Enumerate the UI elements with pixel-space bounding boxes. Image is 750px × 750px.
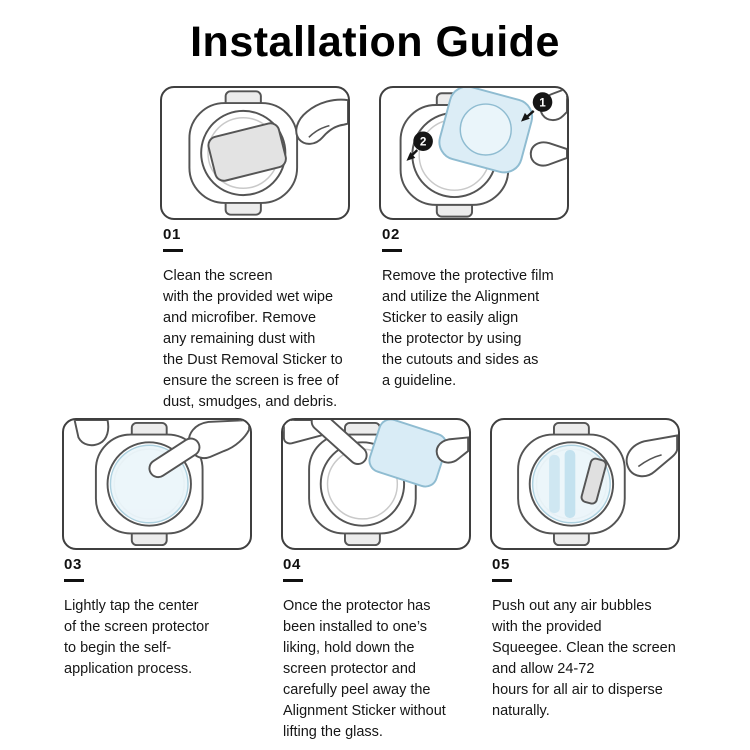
step-05-description: Push out any air bubbles with the provid… [492,598,676,720]
film-cutout [459,103,512,156]
step-02-underline [382,249,402,252]
step-05-number: 05 [492,556,510,573]
badge-2-number: 2 [420,136,427,149]
step-02-description: Remove the protective film and utilize t… [382,268,554,390]
step-04-illustration [283,420,469,547]
arrow-2-head [406,152,416,161]
hand-icon [435,436,469,464]
step-03-description: Lightly tap the center of the screen pro… [64,598,210,678]
alignment-sticker-icon [368,420,448,488]
arrow-1-head [520,112,530,122]
step-04-block: 04 Once the protector has been installed… [283,556,491,743]
step-01-illustration [188,90,348,216]
step-05-block: 05 Push out any air bubbles with the pro… [492,556,700,722]
badge-2-icon [413,131,433,152]
badge-1-number: 1 [539,97,546,110]
squeegee-icon [580,457,607,505]
tapping-finger-icon [148,437,201,479]
step-04-figure [281,418,471,550]
step-02-number: 02 [382,226,400,243]
holding-finger-icon [310,420,368,465]
hand-icon [295,98,348,145]
step-02-figure: 1 2 [379,86,569,220]
bubble-stripe [564,450,576,518]
hand-icon [529,141,567,167]
step-01-figure [160,86,350,220]
step-01-block: 01 Clean the screen with the provided we… [163,226,371,413]
step-03-number: 03 [64,556,82,573]
step-03-underline [64,579,84,582]
step-04-description: Once the protector has been installed to… [283,598,446,741]
step-03-illustration [73,420,250,547]
wipe-cloth-icon [207,122,287,182]
step-05-illustration [517,421,678,547]
step-02-block: 02 Remove the protective film and utiliz… [382,226,590,392]
step-04-number: 04 [283,556,301,573]
finger-line [637,454,662,468]
step-01-description: Clean the screen with the provided wet w… [163,268,343,411]
badge-1-icon [532,92,553,112]
step-05-figure [490,418,680,550]
step-01-underline [163,249,183,252]
step-02-illustration: 1 2 [399,88,567,218]
hand-icon [73,420,110,447]
hand-icon [625,434,678,478]
page-title: Installation Guide [190,18,560,66]
step-03-figure [62,418,252,550]
bubble-stripe [549,454,560,514]
step-05-underline [492,579,512,582]
finger-line [308,124,330,138]
step-04-underline [283,579,303,582]
step-03-block: 03 Lightly tap the center of the screen … [64,556,272,680]
hand-icon [187,420,250,459]
step-01-number: 01 [163,226,181,243]
